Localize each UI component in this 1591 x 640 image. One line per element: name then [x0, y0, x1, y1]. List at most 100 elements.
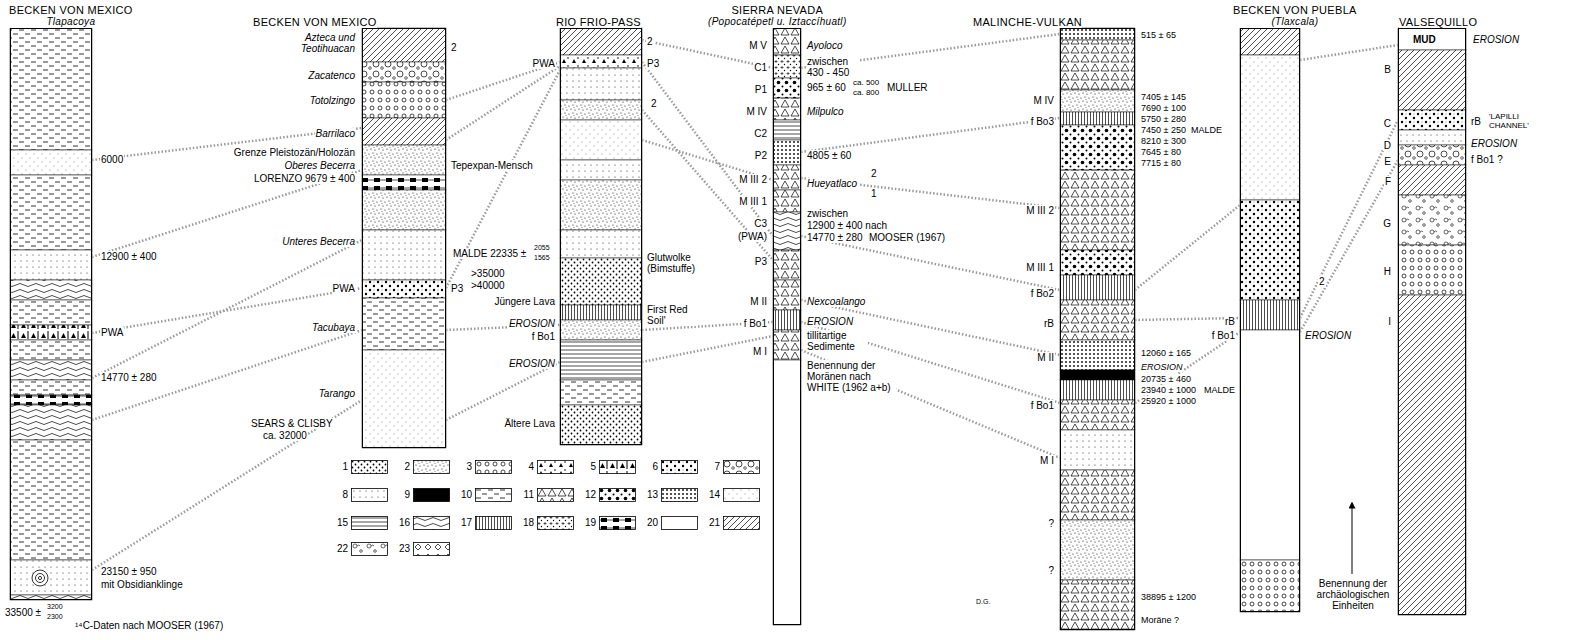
correlation-line — [1300, 160, 1398, 332]
legend-number: 13 — [646, 489, 658, 501]
stratigraphic-column: BECKEN VON PUEBLA(Tlaxcala) — [1240, 28, 1300, 612]
annotation-label: 4805 ± 60 — [806, 150, 852, 161]
annotation-label: C3 — [753, 218, 768, 229]
correlation-line — [801, 118, 1060, 152]
annotation-label: ¹⁴C-Daten nach MOOSER (1967) — [74, 620, 224, 631]
stratum-layer — [10, 300, 92, 325]
annotation-label: 12060 ± 165 — [1140, 348, 1192, 358]
legend-item: 7 — [708, 460, 760, 474]
legend-swatch — [537, 460, 574, 474]
annotation-label: MALDE — [1190, 125, 1223, 135]
column-heading: MALINCHE-VULKAN — [973, 16, 1082, 28]
legend-item: 10 — [460, 488, 512, 502]
column-heading: RIO FRIO-PASS — [556, 16, 641, 28]
stratum-layer — [560, 380, 642, 405]
legend-swatch — [413, 460, 450, 474]
annotation-label: Nexcoalango — [806, 296, 866, 307]
annotation-label: M III 1 — [738, 196, 768, 207]
stratigraphic-column: VALSEQUILLO — [1398, 28, 1466, 615]
stratum-layer — [1060, 470, 1135, 520]
annotation-label: Benennung der archäologischen Einheiten — [1312, 578, 1394, 611]
annotation-label: Oberes Becerra — [283, 160, 356, 171]
annotation-label: ca. 800 — [852, 88, 880, 97]
correlation-line — [642, 62, 773, 236]
legend-swatch — [351, 460, 388, 474]
correlation-line — [446, 70, 560, 288]
stratum-layer — [10, 150, 92, 175]
stratum-layer — [773, 140, 801, 165]
column-heading: BECKEN VON MEXICOTlapacoya — [9, 4, 133, 28]
legend-sample — [352, 461, 388, 474]
legend-item: 9 — [398, 488, 450, 502]
annotation-label: Tacubaya — [311, 322, 356, 333]
annotation-label: f Bo2 — [1030, 288, 1055, 299]
annotation-label: EROSION — [1140, 362, 1184, 372]
pointer-arrow — [1352, 505, 1353, 574]
annotation-label: G — [1382, 218, 1392, 229]
legend-sample — [600, 461, 636, 474]
correlation-line — [1135, 205, 1240, 290]
legend-number: 19 — [584, 517, 596, 529]
legend-item: 22 — [336, 542, 388, 556]
annotation-label: >35000 — [470, 268, 506, 279]
annotation-label: M III 1 — [1025, 262, 1055, 273]
correlation-line — [1135, 318, 1240, 320]
annotation-label: 12900 ± 400 nach — [806, 220, 888, 231]
annotation-label: SEARS & CLISBY — [250, 418, 334, 429]
legend-swatch — [475, 516, 512, 530]
legend-swatch — [475, 460, 512, 474]
legend-swatch — [723, 460, 760, 474]
annotation-label: M II — [1036, 352, 1055, 363]
stratum-layer — [1060, 90, 1135, 112]
stratum-layer — [773, 55, 801, 78]
legend-item: 23 — [398, 542, 450, 556]
legend-item: 2 — [398, 460, 450, 474]
legend-sample — [724, 517, 760, 530]
annotation-label: ca. 32000 — [262, 430, 308, 441]
annotation-label: 20735 ± 460 — [1140, 374, 1192, 384]
annotation-label: Ältere Lava — [503, 418, 556, 429]
annotation-label: 2 — [450, 42, 458, 53]
legend-number: 6 — [646, 461, 658, 473]
stratigraphic-column: BECKEN VON MEXICO — [362, 28, 446, 448]
annotation-label: EROSION — [1472, 34, 1520, 45]
strata — [10, 28, 1466, 630]
legend-number: 22 — [336, 543, 348, 555]
annotation-label: EROSION — [508, 358, 556, 369]
annotation-label: 1565 — [533, 254, 551, 262]
annotation-label: P2 — [754, 150, 768, 161]
ammonite-symbol — [32, 570, 48, 586]
annotation-label: f Bo1 — [531, 331, 556, 342]
legend-number: 5 — [584, 461, 596, 473]
annotation-label: Ayoloco — [806, 40, 844, 51]
legend-swatch — [661, 488, 698, 502]
annotation-label: M I — [752, 346, 768, 357]
annotation-label: Hueyatlaco — [806, 178, 858, 189]
legend-swatch — [351, 488, 388, 502]
legend-swatch — [413, 542, 450, 556]
stratum-layer — [773, 190, 801, 212]
annotation-label: f Bo1 ? — [1470, 154, 1504, 165]
stratum-layer — [773, 98, 801, 120]
stratum-layer — [10, 280, 92, 300]
correlation-line — [446, 325, 560, 330]
stratum-layer — [1060, 380, 1135, 400]
annotation-label: 8210 ± 300 — [1140, 136, 1187, 146]
stratum-layer — [362, 230, 446, 280]
annotation-label: Tepexpan-Mensch — [450, 160, 534, 171]
legend-swatch — [537, 516, 574, 530]
legend-swatch — [413, 516, 450, 530]
annotation-label: P1 — [754, 84, 768, 95]
annotation-label: C2 — [753, 128, 768, 139]
correlation-line — [446, 362, 560, 420]
column-title: BECKEN VON PUEBLA — [1233, 4, 1357, 16]
stratum-layer — [560, 320, 642, 340]
annotation-label: 14770 ± 280 — [806, 232, 864, 243]
stratum-layer — [773, 212, 801, 250]
annotation-label: First Red Soil' — [646, 304, 698, 326]
annotation-label: 2 — [870, 168, 878, 179]
legend-number: 15 — [336, 517, 348, 529]
annotation-label: rB — [1470, 116, 1482, 127]
stratum-layer — [1060, 370, 1135, 380]
